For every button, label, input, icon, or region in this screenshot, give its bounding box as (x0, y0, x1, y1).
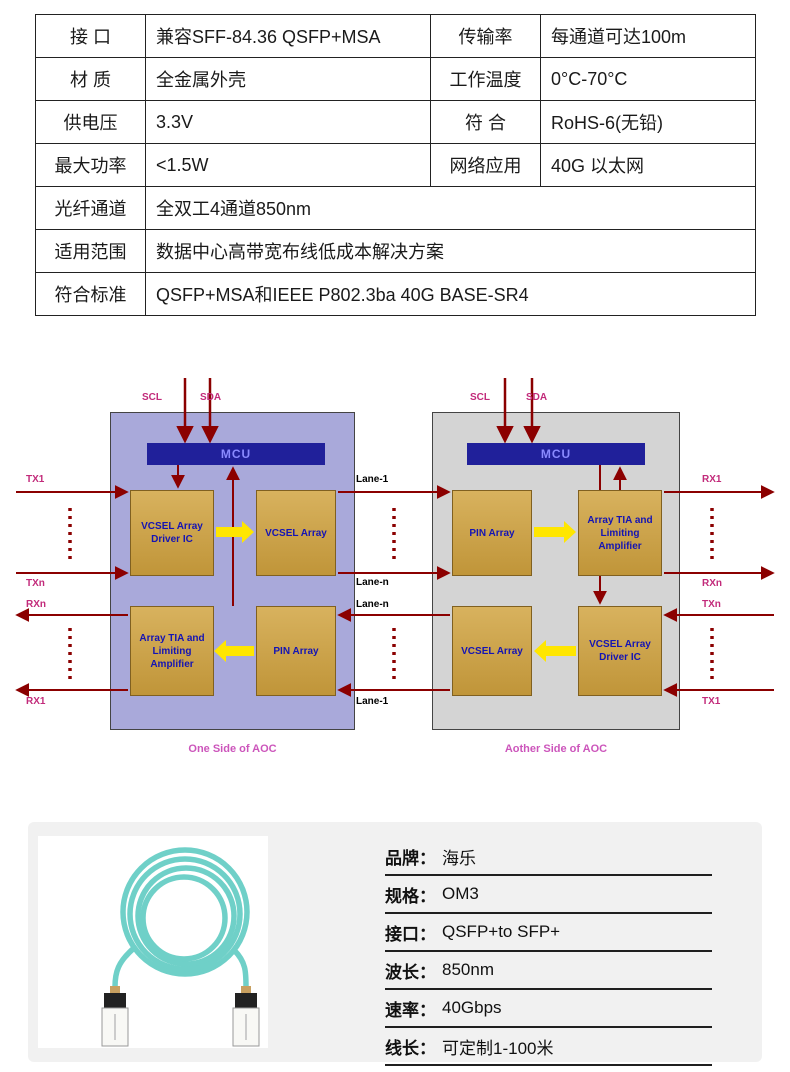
product-spec-row: 速率： 40Gbps (385, 990, 712, 1028)
product-spec-list: 品牌： 海乐 规格： OM3 接口： QSFP+to SFP+ 波长： 850n… (385, 838, 712, 1066)
spec-value: 数据中心高带宽布线低成本解决方案 (145, 229, 756, 273)
product-spec-label: 品牌： (385, 848, 436, 868)
rxn-label-left: RXn (26, 599, 46, 610)
product-spec-row: 品牌： 海乐 (385, 838, 712, 876)
table-row: 材 质 全金属外壳 工作温度 0°C-70°C (35, 57, 756, 101)
caption-right-side: Aother Side of AOC (504, 743, 608, 755)
spec-value: <1.5W (145, 143, 431, 187)
vcsel-driver-block-right: VCSEL Array Driver IC (578, 606, 662, 696)
spec-value: QSFP+MSA和IEEE P802.3ba 40G BASE-SR4 (145, 272, 756, 316)
product-spec-label: 接口： (385, 924, 436, 944)
product-spec-value: 可定制1-100米 (442, 1038, 554, 1058)
table-row: 接 口 兼容SFF-84.36 QSFP+MSA 传输率 每通道可达100m (35, 14, 756, 58)
lanen-label-top: Lane-n (356, 577, 389, 588)
product-spec-row: 线长： 可定制1-100米 (385, 1028, 712, 1066)
table-row: 适用范围 数据中心高带宽布线低成本解决方案 (35, 229, 756, 273)
product-spec-label: 规格： (385, 886, 436, 906)
product-image-box (38, 836, 268, 1048)
vcsel-array-block-left: VCSEL Array (256, 490, 336, 576)
sda-label-left: SDA (200, 392, 222, 403)
lanen-label-bottom: Lane-n (356, 599, 389, 610)
product-spec-row: 波长： 850nm (385, 952, 712, 990)
cable-coil (112, 847, 250, 988)
spec-label: 符合标准 (35, 272, 146, 316)
spec-label: 最大功率 (35, 143, 146, 187)
table-row: 光纤通道 全双工4通道850nm (35, 186, 756, 230)
product-spec-value: 40Gbps (442, 998, 502, 1017)
spec-value: 3.3V (145, 100, 431, 144)
spec-value: 0°C-70°C (540, 57, 756, 101)
spec-label: 网络应用 (430, 143, 541, 187)
qsfp-connector-left (101, 986, 129, 1047)
spec-label: 适用范围 (35, 229, 146, 273)
product-spec-label: 波长： (385, 962, 436, 982)
lane1-label-bottom: Lane-1 (356, 696, 389, 707)
txn-label-right: TXn (702, 599, 721, 610)
spec-value: RoHS-6(无铅) (540, 100, 756, 144)
lane1-label-top: Lane-1 (356, 474, 389, 485)
product-spec-value: 850nm (442, 960, 494, 979)
tx1-label-right: TX1 (702, 696, 721, 707)
spec-value: 全金属外壳 (145, 57, 431, 101)
caption-left-side: One Side of AOC (188, 743, 277, 755)
mcu-block-right: MCU (467, 443, 645, 465)
pin-array-block-left: PIN Array (256, 606, 336, 696)
spec-value: 全双工4通道850nm (145, 186, 756, 230)
product-spec-value: OM3 (442, 884, 479, 903)
scl-label-right: SCL (470, 392, 490, 403)
product-spec-value: QSFP+to SFP+ (442, 922, 561, 941)
product-spec-label: 速率： (385, 1000, 436, 1020)
tia-amplifier-block-right: Array TIA and Limiting Amplifier (578, 490, 662, 576)
aoc-cable-image (101, 847, 260, 1047)
vcsel-array-block-right: VCSEL Array (452, 606, 532, 696)
spec-label: 接 口 (35, 14, 146, 58)
right-channel-arrows (663, 485, 775, 697)
tia-amplifier-block-left: Array TIA and Limiting Amplifier (130, 606, 214, 696)
mcu-block-left: MCU (147, 443, 325, 465)
sda-label-right: SDA (526, 392, 548, 403)
spec-label: 供电压 (35, 100, 146, 144)
spec-table: 接 口 兼容SFF-84.36 QSFP+MSA 传输率 每通道可达100m 材… (35, 14, 756, 316)
spec-value: 兼容SFF-84.36 QSFP+MSA (145, 14, 431, 58)
rxn-label-right: RXn (702, 578, 722, 589)
qsfp-connector-right (232, 986, 260, 1047)
spec-label: 光纤通道 (35, 186, 146, 230)
tx1-label-left: TX1 (26, 474, 45, 485)
spec-label: 材 质 (35, 57, 146, 101)
vcsel-driver-block-left: VCSEL Array Driver IC (130, 490, 214, 576)
product-spec-row: 规格： OM3 (385, 876, 712, 914)
table-row: 符合标准 QSFP+MSA和IEEE P802.3ba 40G BASE-SR4 (35, 272, 756, 316)
aoc-block-diagram: MCU MCU VCSEL Array Driver IC VCSEL Arra… (0, 370, 790, 780)
rx1-label-right: RX1 (702, 474, 722, 485)
product-card: 品牌： 海乐 规格： OM3 接口： QSFP+to SFP+ 波长： 850n… (28, 822, 762, 1066)
table-row: 供电压 3.3V 符 合 RoHS-6(无铅) (35, 100, 756, 144)
product-spec-row: 接口： QSFP+to SFP+ (385, 914, 712, 952)
spec-label: 符 合 (430, 100, 541, 144)
product-spec-value: 海乐 (442, 848, 476, 868)
product-spec-label: 线长： (385, 1038, 436, 1058)
table-row: 最大功率 <1.5W 网络应用 40G 以太网 (35, 143, 756, 187)
spec-label: 工作温度 (430, 57, 541, 101)
scl-label-left: SCL (142, 392, 162, 403)
rx1-label-left: RX1 (26, 696, 46, 707)
spec-value: 每通道可达100m (540, 14, 756, 58)
spec-value: 40G 以太网 (540, 143, 756, 187)
txn-label-left: TXn (26, 578, 45, 589)
spec-label: 传输率 (430, 14, 541, 58)
pin-array-block-right: PIN Array (452, 490, 532, 576)
